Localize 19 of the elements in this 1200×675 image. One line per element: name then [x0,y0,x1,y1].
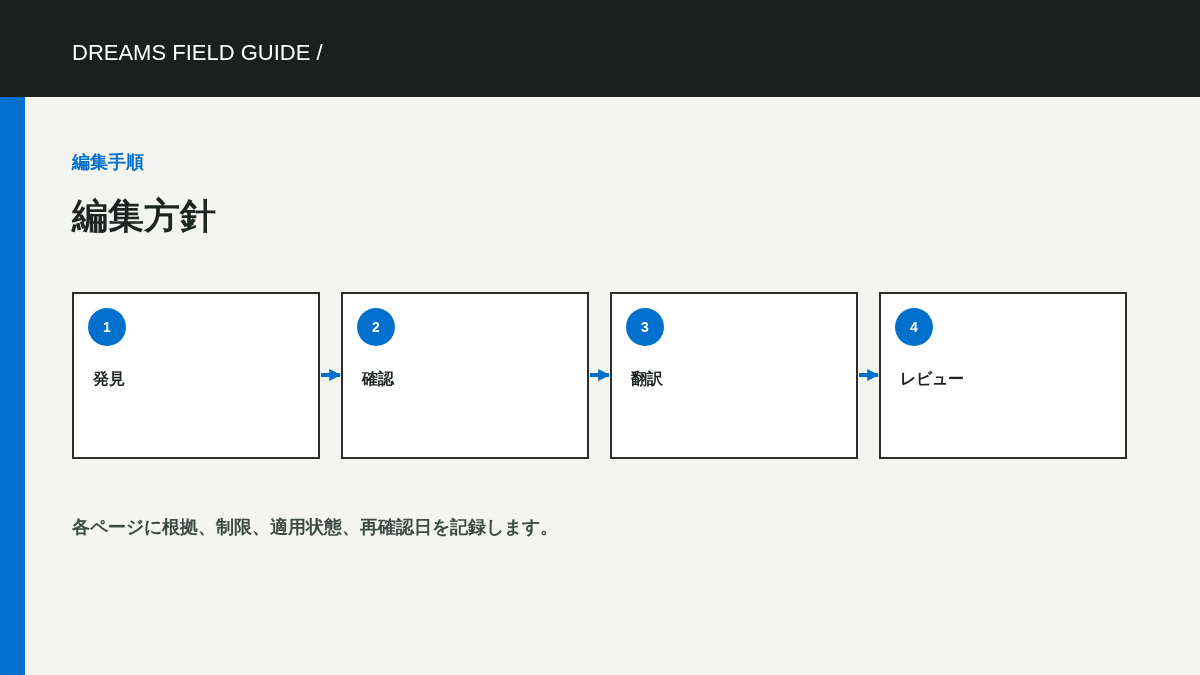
page-title: 編集方針 [72,194,216,238]
section-eyebrow: 編集手順 [72,150,144,174]
step-number: 1 [88,308,126,346]
caption-text: 各ページに根拠、制限、適用状態、再確認日を記録します。 [72,515,558,539]
step-box [879,292,1127,459]
step-number: 3 [626,308,664,346]
step-box [610,292,858,459]
arrow [590,369,611,381]
step-label: 翻訳 [631,368,663,390]
header-title: DREAMS FIELD GUIDE / [72,39,323,67]
step-box [72,292,320,459]
step-label: 発見 [93,368,125,390]
step-label: レビュー [900,368,964,390]
arrow [321,369,342,381]
arrow [859,369,880,381]
step-box [341,292,589,459]
step-number: 4 [895,308,933,346]
step-number: 2 [357,308,395,346]
step-label: 確認 [362,368,394,390]
